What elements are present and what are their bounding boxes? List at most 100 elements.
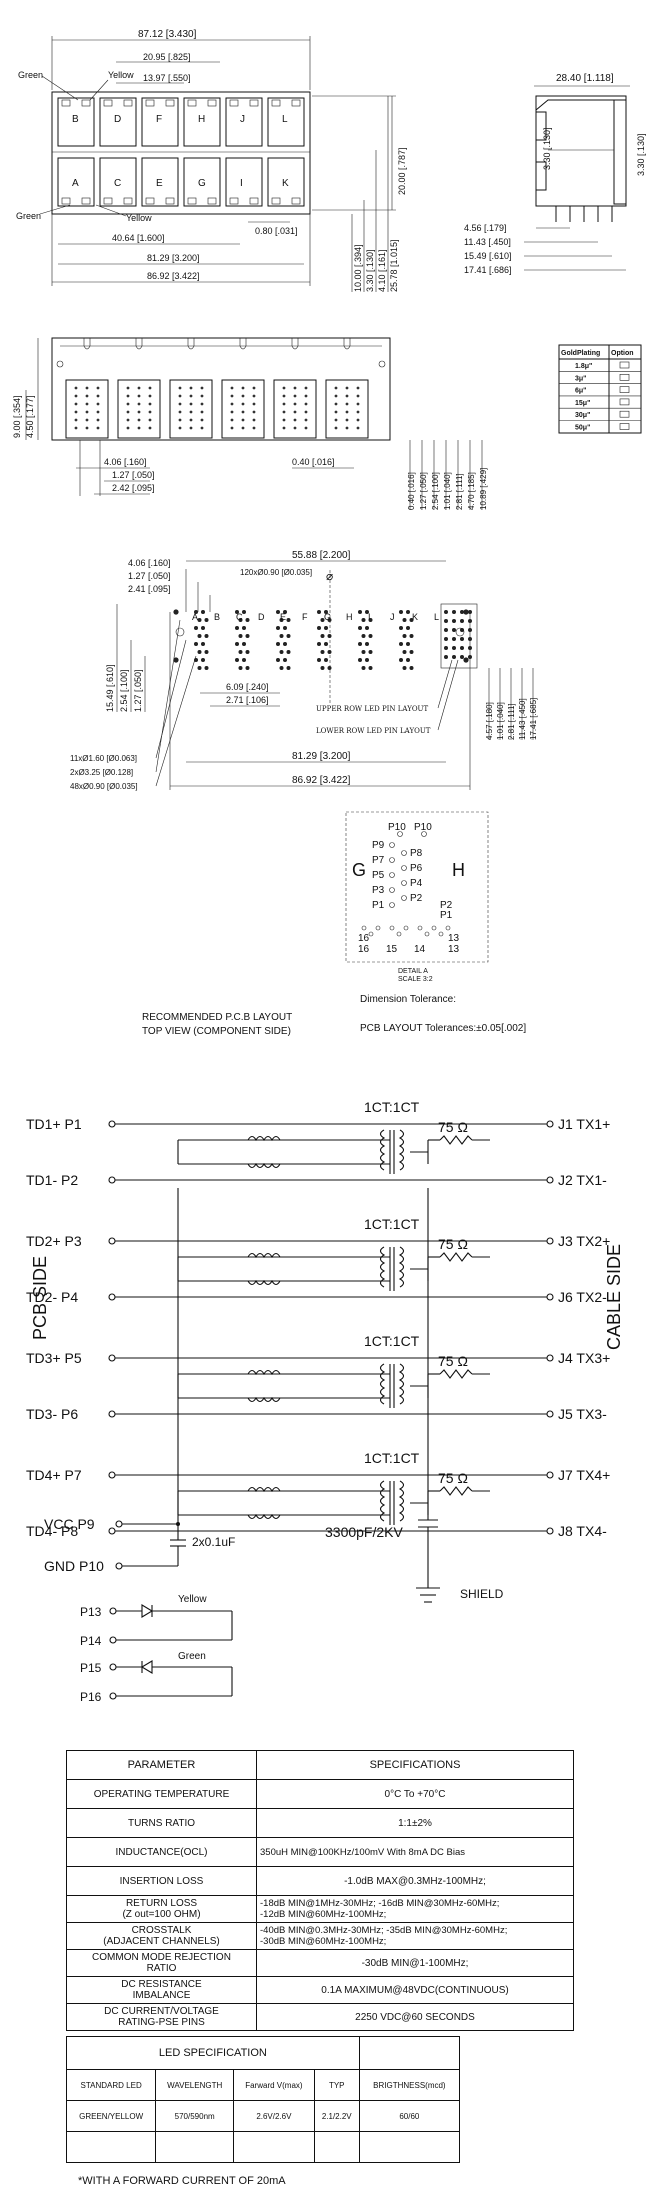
vcc-label: VCC P9 <box>44 1516 95 1532</box>
left-pin-label: TD4- P8 <box>26 1523 78 1539</box>
hv-cap-label: 3300pF/2KV <box>325 1524 403 1540</box>
termination-resistor: 75 Ω <box>438 1119 468 1135</box>
top-dim-v2: 3.30 [.130] <box>365 249 375 292</box>
pcb-dim-271: 2.71 [.106] <box>226 695 269 705</box>
detail-pin-left: P3 <box>372 885 385 896</box>
pcb-port-letter: D <box>258 612 265 622</box>
pcb-rdim: 17.41 [.685] <box>529 698 538 740</box>
port-bottom <box>99 157 137 207</box>
detail-pin-left: P7 <box>372 855 385 866</box>
port-letter-top: D <box>114 114 121 125</box>
detail-p10-a: P10 <box>388 822 406 833</box>
pcb-rdim: 1.01 [.040] <box>496 702 505 740</box>
gold-plating-table: GoldPlating Option 1.8μ"3μ"6μ"15μ"30μ"50… <box>558 344 642 434</box>
pcb-upper-row: UPPER ROW LED PIN LAYOUT <box>316 705 428 713</box>
pcb-lower-row: LOWER ROW LED PIN LAYOUT <box>316 727 431 735</box>
bottom-port-block <box>169 379 213 439</box>
led-spec-value: 60/60 <box>358 2100 461 2132</box>
detail-pin-left: P1 <box>372 900 385 911</box>
plating-row-label: 1.8μ" <box>575 363 592 370</box>
pcb-dim-609: 6.09 [.240] <box>226 682 269 692</box>
termination-resistor: 75 Ω <box>438 1470 468 1486</box>
spec-value: 1:1±2% <box>256 1808 574 1838</box>
detail-pin-right: P2 <box>410 893 423 904</box>
pcb-rdim: 4.57 [.180] <box>485 702 494 740</box>
plating-checkbox <box>619 398 630 406</box>
led-spec-title: LED SPECIFICATION <box>66 2036 360 2070</box>
side-dim-1143: 11.43 [.450] <box>464 237 511 247</box>
right-pin-label: J6 TX2- <box>558 1289 607 1305</box>
led-spec-value: GREEN/YELLOW <box>65 2100 157 2132</box>
top-dim-v1: 10.00 [.394] <box>353 244 363 292</box>
pcb-rdim: 2.81 [.111] <box>507 703 516 740</box>
bv-vdim: 10.89 [.429] <box>479 468 488 510</box>
detail-13b: 13 <box>448 944 460 955</box>
label-green-bottom: Green <box>16 211 41 221</box>
pcb-port-letter: H <box>346 612 353 622</box>
left-pin-label: TD4+ P7 <box>26 1467 82 1483</box>
top-dim-pitch: 13.97 [.550] <box>143 73 191 83</box>
pcb-dim-120x: 120xØ0.90 [Ø0.035] <box>240 568 312 577</box>
transformer-ratio: 1CT:1CT <box>364 1099 420 1115</box>
top-dim-overall: 87.12 [3.430] <box>138 29 197 40</box>
spec-value: 2250 VDC@60 SECONDS <box>256 2003 574 2031</box>
pcb-dim-127b: 1.27 [.050] <box>133 669 143 712</box>
detail-16b: 16 <box>358 944 370 955</box>
pcb-port-letter: I <box>368 612 371 622</box>
led-spec-header: TYP <box>313 2069 360 2101</box>
label-green-top: Green <box>18 70 43 80</box>
bv-dim-406: 4.06 [.160] <box>104 457 147 467</box>
bv-vdim: 1.01 [.040] <box>443 472 452 510</box>
port-top <box>57 97 95 147</box>
right-pin-label: J3 TX2+ <box>558 1233 610 1249</box>
led-spec-header: Farward V(max) <box>233 2069 315 2101</box>
spec-value: -40dB MIN@0.3MHz-30MHz; -35dB MIN@30MHz-… <box>256 1922 574 1950</box>
detail-pin-right: P6 <box>410 863 423 874</box>
pcb-port-letter: B <box>214 612 220 622</box>
led-spec-header: BRIGTHNESS(mcd) <box>358 2069 461 2101</box>
tolerance-note: Dimension Tolerance: PCB LAYOUT Toleranc… <box>360 994 526 1034</box>
pcb-dim-8692: 86.92 [3.422] <box>292 775 351 786</box>
spec-value: 0.1A MAXIMUM@48VDC(CONTINUOUS) <box>256 1976 574 2004</box>
led-spec-header: STANDARD LED <box>65 2069 157 2101</box>
plating-header-a: GoldPlating <box>561 350 600 357</box>
spec-parameter: RETURN LOSS(Z out=100 OHM) <box>66 1895 257 1923</box>
plating-checkbox <box>619 386 630 393</box>
detail-16a: 16 <box>358 933 370 944</box>
port-letter-top: J <box>240 114 245 125</box>
port-letter-top: L <box>282 114 288 125</box>
led-note: *WITH A FORWARD CURRENT OF 20mA <box>78 2175 286 2187</box>
plating-header-b: Option <box>611 350 634 357</box>
termination-resistor: 75 Ω <box>438 1353 468 1369</box>
detail-pin-right: P8 <box>410 848 423 859</box>
detail-pin-left: P5 <box>372 870 385 881</box>
spec-parameter: INDUCTANCE(OCL) <box>66 1837 257 1867</box>
bottom-port-block <box>325 379 369 439</box>
port-bottom <box>57 157 95 207</box>
left-pin-label: TD1- P2 <box>26 1172 78 1188</box>
port-bottom <box>267 157 305 207</box>
pcb-hole-1: 11xØ1.60 [Ø0.063] <box>70 754 137 763</box>
pcb-port-letter: F <box>302 612 308 622</box>
port-letter-bottom: A <box>72 178 79 189</box>
detail-p10-b: P10 <box>414 822 432 833</box>
port-letter-top: F <box>156 114 162 125</box>
side-dim-width: 28.40 [1.118] <box>556 73 614 84</box>
bv-dim-040: 0.40 [.016] <box>292 457 335 467</box>
spec-header-parameter: PARAMETER <box>66 1750 257 1780</box>
port-bottom <box>141 157 179 207</box>
bottom-port-block <box>221 379 265 439</box>
detail-pin-right: P4 <box>410 878 423 889</box>
pcb-dim-1549: 15.49 [.610] <box>105 664 115 712</box>
top-dim-4064: 40.64 [1.600] <box>112 233 165 243</box>
plating-checkbox <box>619 373 630 381</box>
tolerance-title: Dimension Tolerance: <box>360 994 456 1005</box>
pcb-dim-241: 2.41 [.095] <box>128 584 171 594</box>
bottom-port-block <box>65 379 109 439</box>
top-dim-8129: 81.29 [3.200] <box>147 253 200 263</box>
